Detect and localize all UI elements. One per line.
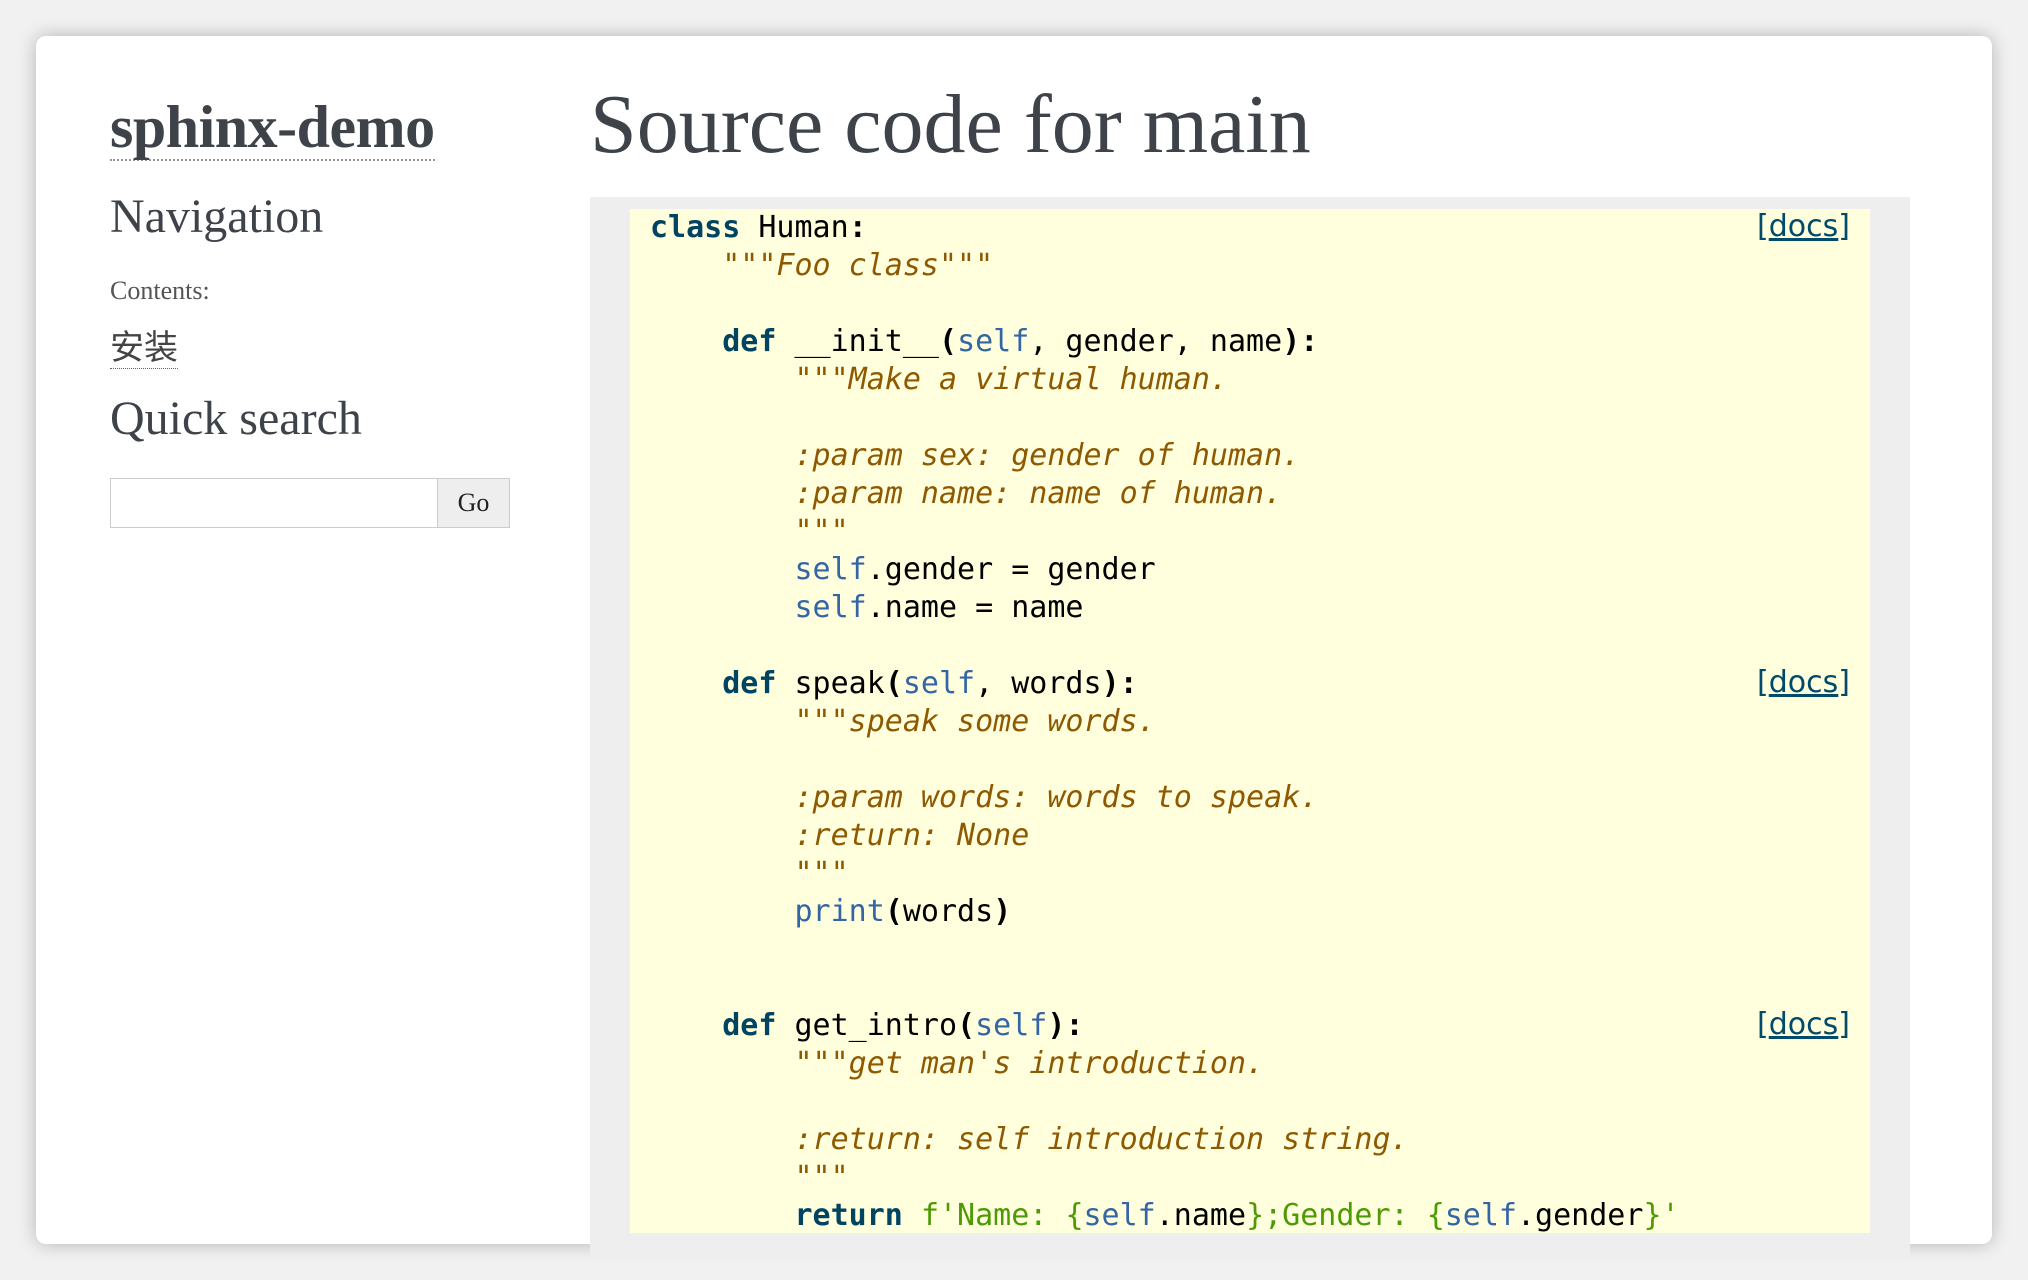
toc-item-install[interactable]: 安装 [110,330,178,369]
site-logo-link[interactable]: sphinx-demo [110,94,435,161]
source-code-block: [docs]class Human: """Foo class"""​ def … [630,209,1870,1233]
code-line: """get man's introduction. [794,1046,1265,1081]
code-line: :return: self introduction string. [794,1122,1409,1157]
code-line: return f'Name: {self.name};Gender: {self… [794,1198,1680,1233]
main-content: Source code for main [docs]class Human: … [590,72,1910,1257]
search-go-button[interactable]: Go [437,477,510,528]
code-line: ​ [650,969,1870,1007]
code-line: """ [794,856,849,891]
code-line: """Foo class""" [722,248,994,283]
code-line: print(words) [794,894,1012,929]
page: sphinx-demo Navigation Contents: 安装 Quic… [36,36,1992,1257]
code-line: class Human: [650,210,867,245]
navigation-heading: Navigation [110,190,324,243]
contents-caption: Contents: [110,276,210,306]
code-line: def __init__(self, gender, name): [722,324,1319,359]
code-line: :return: None [794,818,1030,853]
search-form: Go [110,477,510,528]
code-line: """ [794,514,849,549]
docs-link[interactable]: [docs] [1757,665,1850,700]
quick-search-heading: Quick search [110,391,362,445]
code-line: def get_intro(self): [722,1008,1084,1043]
code-line [650,399,1870,437]
code-line: ​ [650,285,1870,323]
page-title: Source code for main [590,78,1311,171]
code-line: ​ [650,931,1870,969]
code-line: self.name = name [794,590,1084,625]
docs-link[interactable]: [docs] [1757,209,1850,244]
code-line: """speak some words. [794,704,1156,739]
code-line: """ [794,1160,849,1195]
code-line: def speak(self, words): [722,666,1138,701]
search-input[interactable] [110,477,437,528]
docs-link[interactable]: [docs] [1757,1007,1850,1042]
code-line [650,741,1870,779]
code-line: :param words: words to speak. [794,780,1319,815]
code-line [650,1083,1870,1121]
code-line: ​ [650,627,1870,665]
code-line: :param name: name of human. [794,476,1283,511]
code-wrapper: [docs]class Human: """Foo class"""​ def … [590,197,1910,1257]
sidebar: sphinx-demo Navigation Contents: 安装 Quic… [110,96,540,528]
code-line: self.gender = gender [794,552,1156,587]
code-line: :param sex: gender of human. [794,438,1301,473]
toc-list: 安装 [110,306,540,369]
code-line: """Make a virtual human. [794,362,1228,397]
